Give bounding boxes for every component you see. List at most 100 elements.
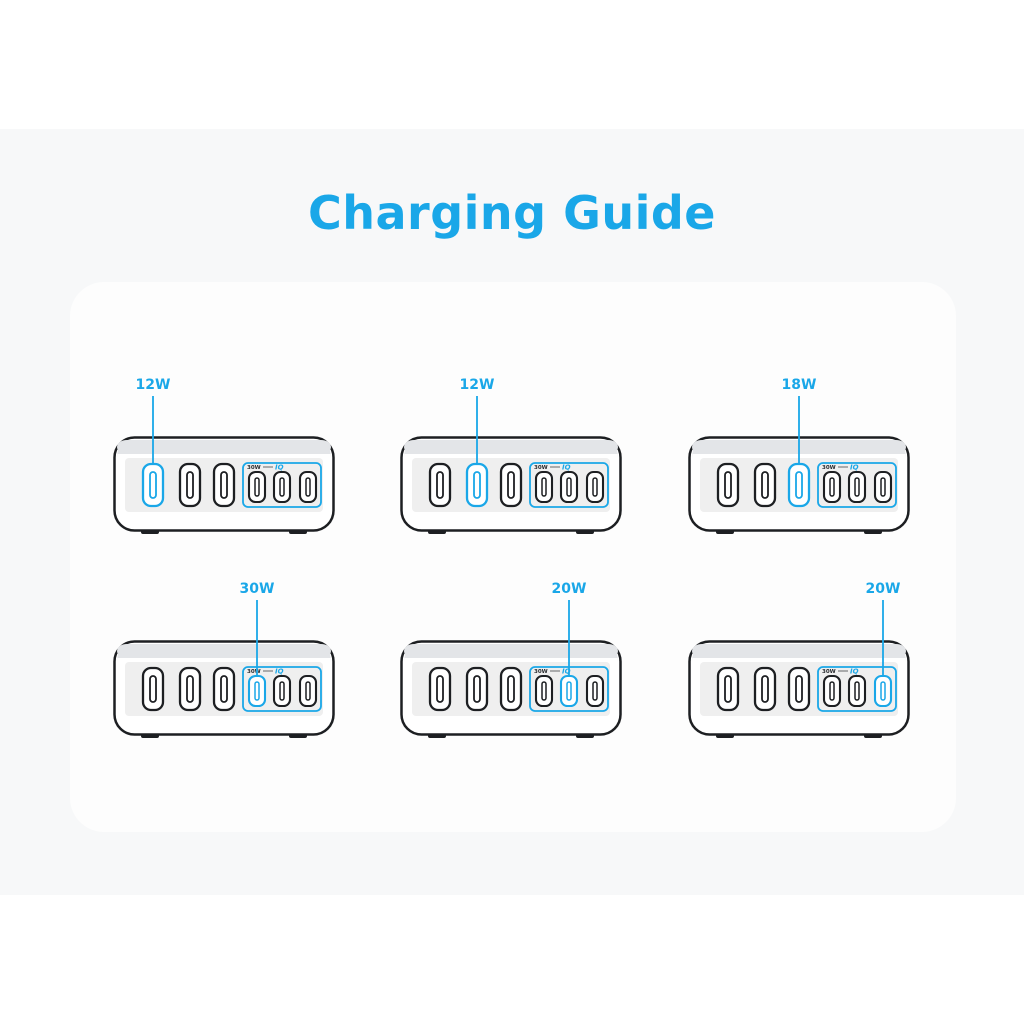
usb-c-port-small — [247, 470, 267, 504]
wattage-label: 12W — [460, 377, 495, 393]
usb-c-port-small — [873, 674, 893, 708]
usb-c-port-small — [585, 674, 605, 708]
usb-c-tongue — [149, 675, 157, 703]
usb-c-tongue-small — [854, 477, 860, 497]
port-group-box — [817, 666, 897, 712]
usb-c-tongue — [507, 675, 515, 703]
usb-c-port — [178, 666, 202, 712]
port-group-label: 30W — [822, 465, 836, 471]
usb-c-port — [787, 462, 811, 508]
iq-logo: IQ — [562, 464, 571, 472]
iq-logo: IQ — [850, 668, 859, 676]
iq-logo: IQ — [275, 668, 284, 676]
usb-c-tongue-small — [880, 477, 886, 497]
usb-c-port-small — [272, 674, 292, 708]
usb-c-tongue — [795, 675, 803, 703]
usb-c-tongue — [507, 471, 515, 499]
usb-c-port — [141, 666, 165, 712]
usb-c-port — [212, 462, 236, 508]
charger-5: 30W IQ 20W — [400, 581, 622, 738]
usb-c-tongue-small — [566, 477, 572, 497]
usb-c-tongue — [761, 471, 769, 499]
charger-top-bar — [692, 644, 906, 658]
usb-c-tongue-small — [829, 681, 835, 701]
wattage-label: 20W — [866, 581, 901, 597]
port-group-label: 30W — [247, 669, 261, 675]
usb-c-tongue-small — [279, 681, 285, 701]
usb-c-port-small — [822, 674, 842, 708]
usb-c-tongue — [473, 675, 481, 703]
usb-c-tongue — [220, 675, 228, 703]
usb-c-port — [141, 462, 165, 508]
port-group-box — [529, 462, 609, 508]
usb-c-port-small — [534, 674, 554, 708]
usb-c-tongue — [186, 471, 194, 499]
usb-c-port — [716, 462, 740, 508]
wattage-label: 18W — [782, 377, 817, 393]
port-group-label: 30W — [822, 669, 836, 675]
port-group-box — [242, 666, 322, 712]
usb-c-tongue — [220, 471, 228, 499]
usb-c-port — [499, 462, 523, 508]
usb-c-tongue — [724, 471, 732, 499]
usb-c-port — [428, 666, 452, 712]
charger-top-bar — [404, 644, 618, 658]
usb-c-port — [465, 666, 489, 712]
usb-c-tongue-small — [541, 477, 547, 497]
usb-c-port — [716, 666, 740, 712]
port-group-label: 30W — [534, 669, 548, 675]
usb-c-tongue — [724, 675, 732, 703]
usb-c-port — [787, 666, 811, 712]
charger-top-bar — [404, 440, 618, 454]
page-title: Charging Guide — [307, 186, 717, 240]
usb-c-tongue-small — [592, 477, 598, 497]
usb-c-port — [753, 666, 777, 712]
usb-c-tongue-small — [254, 681, 260, 701]
usb-c-tongue-small — [541, 681, 547, 701]
usb-c-tongue-small — [880, 681, 886, 701]
usb-c-port-small — [873, 470, 893, 504]
iq-logo: IQ — [850, 464, 859, 472]
iq-logo: IQ — [562, 668, 571, 676]
usb-c-port — [465, 462, 489, 508]
usb-c-port-small — [585, 470, 605, 504]
usb-c-tongue — [149, 471, 157, 499]
usb-c-tongue — [795, 471, 803, 499]
charger-4: 30W IQ 30W — [113, 581, 335, 738]
usb-c-tongue-small — [829, 477, 835, 497]
usb-c-port-small — [847, 470, 867, 504]
port-group-label: 30W — [534, 465, 548, 471]
port-group-box — [817, 462, 897, 508]
usb-c-tongue-small — [279, 477, 285, 497]
usb-c-port-small — [822, 470, 842, 504]
usb-c-port-small — [298, 674, 318, 708]
usb-c-tongue-small — [854, 681, 860, 701]
usb-c-port — [753, 462, 777, 508]
usb-c-port — [178, 462, 202, 508]
usb-c-tongue — [473, 471, 481, 499]
wattage-label: 20W — [552, 581, 587, 597]
port-group-label: 30W — [247, 465, 261, 471]
usb-c-tongue-small — [592, 681, 598, 701]
wattage-label: 12W — [136, 377, 171, 393]
usb-c-tongue — [436, 471, 444, 499]
wattage-label: 30W — [240, 581, 275, 597]
usb-c-port-small — [559, 470, 579, 504]
charger-top-bar — [117, 644, 331, 658]
usb-c-tongue — [761, 675, 769, 703]
usb-c-port-small — [272, 470, 292, 504]
port-group-box — [242, 462, 322, 508]
usb-c-port-small — [298, 470, 318, 504]
usb-c-tongue-small — [254, 477, 260, 497]
guide-panel — [70, 282, 956, 832]
usb-c-port-small — [847, 674, 867, 708]
usb-c-port-small — [534, 470, 554, 504]
charger-top-bar — [117, 440, 331, 454]
usb-c-port — [212, 666, 236, 712]
charger-2: 30W IQ 12W — [400, 377, 622, 534]
usb-c-tongue-small — [566, 681, 572, 701]
usb-c-port-small — [559, 674, 579, 708]
usb-c-tongue-small — [305, 477, 311, 497]
